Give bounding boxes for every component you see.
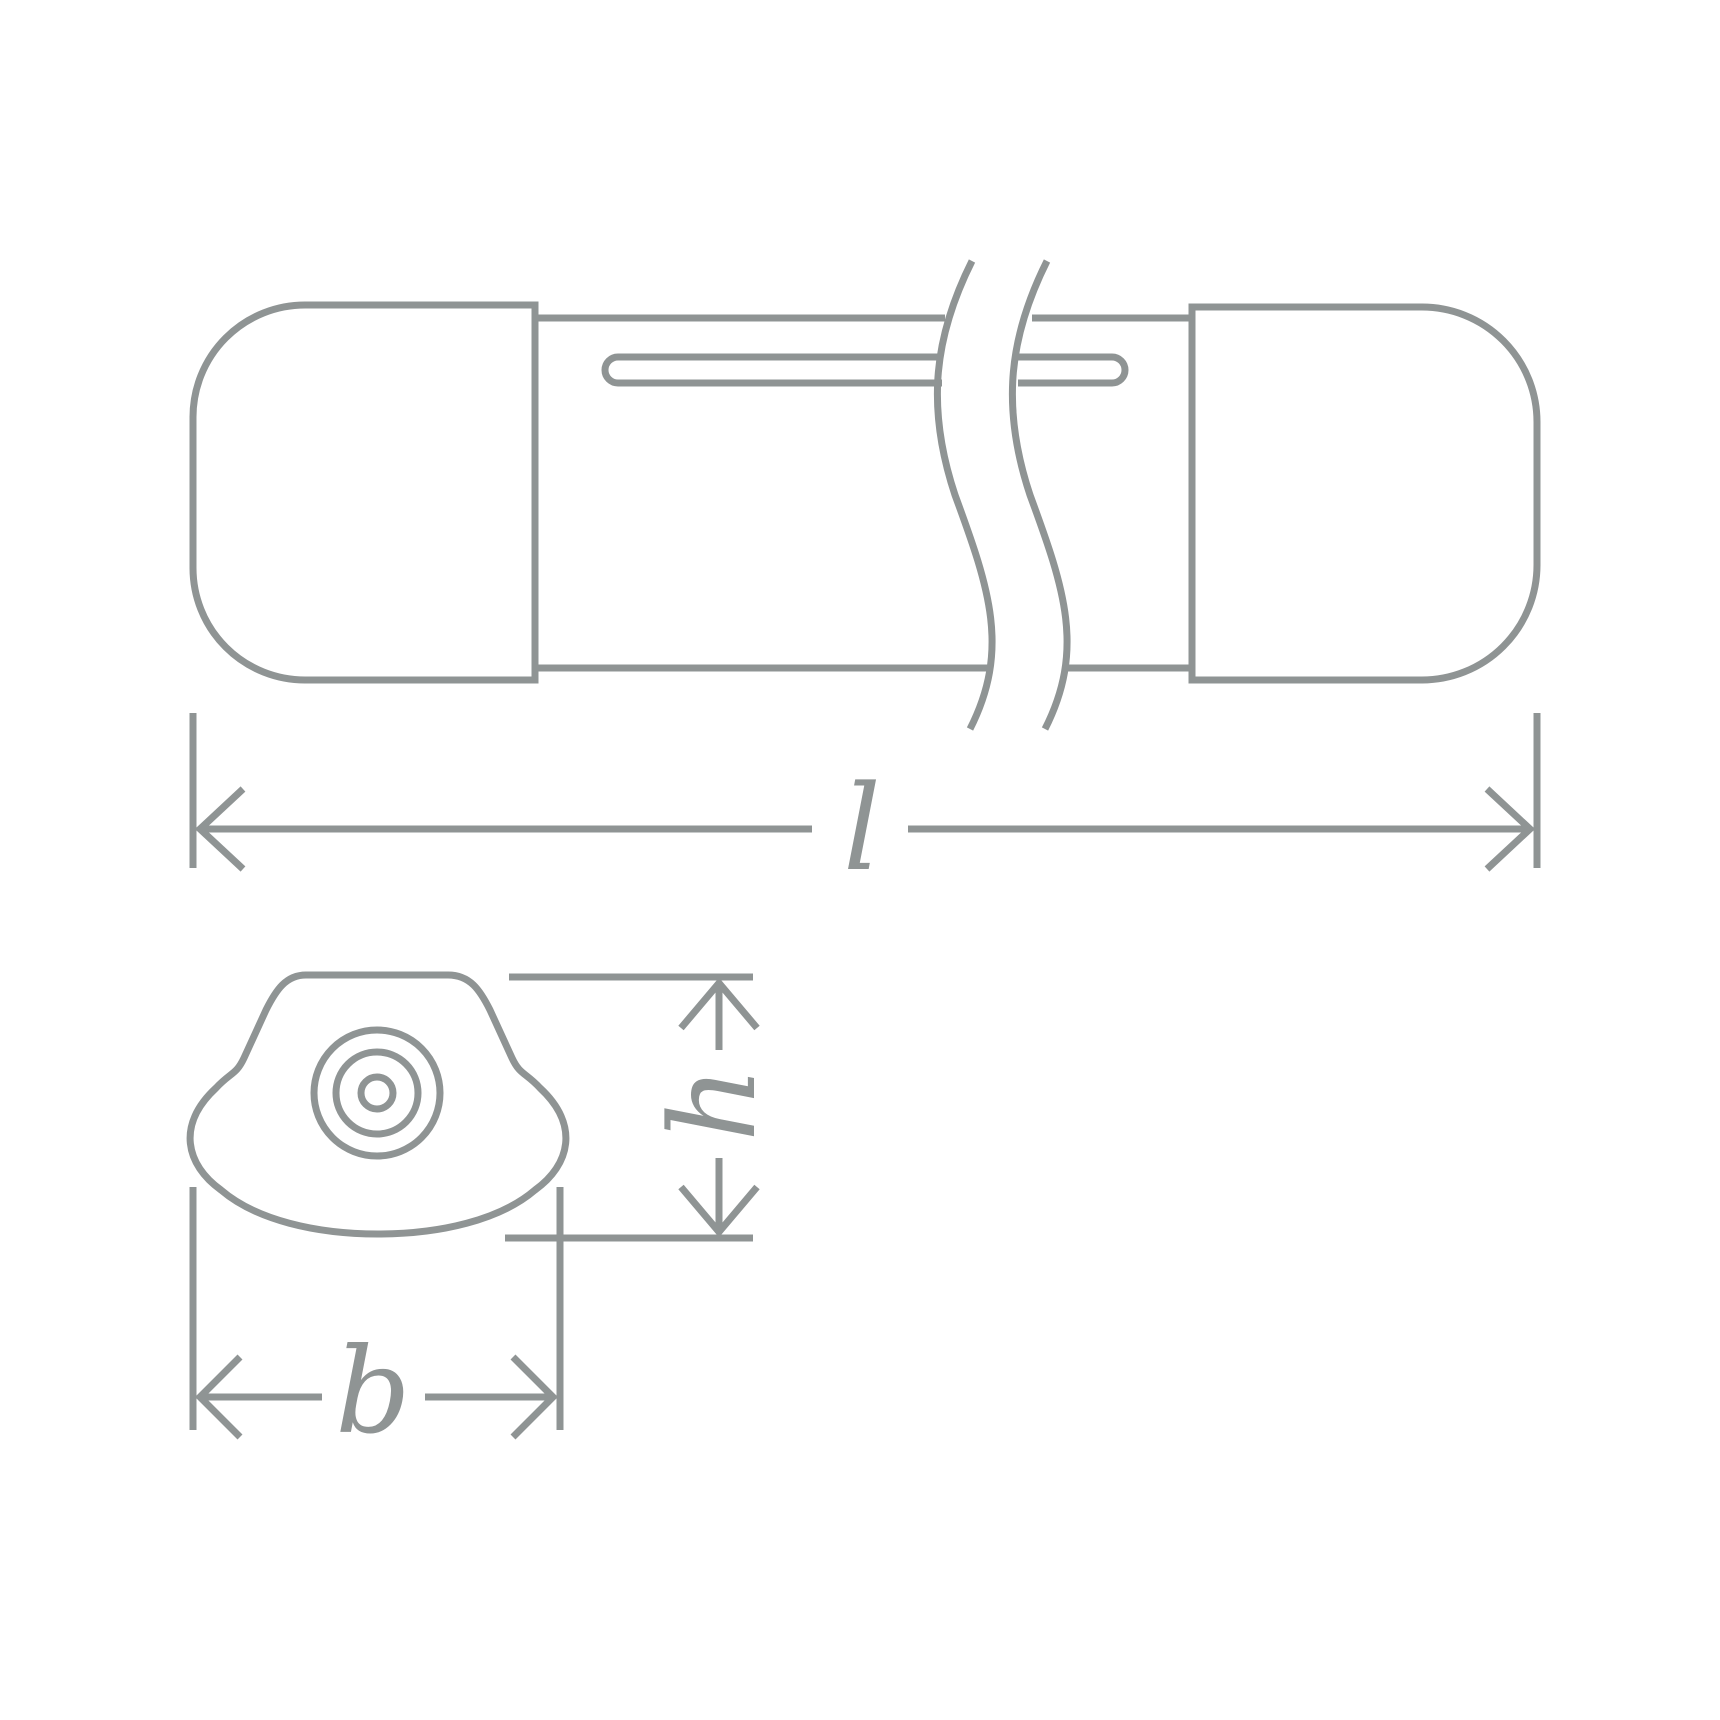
length-dimension	[189, 713, 1541, 872]
left-end-cap	[189, 301, 539, 684]
tube-slot-right	[1018, 353, 1129, 387]
break-line-right	[1008, 259, 1071, 731]
right-end-cap	[1188, 303, 1541, 684]
tube-slot-left	[601, 353, 942, 387]
tube-body-right	[1032, 314, 1192, 672]
height-dimension	[505, 973, 760, 1242]
width-label: b	[335, 1322, 411, 1460]
break-line-left	[933, 259, 996, 731]
length-label: l	[843, 759, 881, 897]
width-arrow-right-icon	[510, 1354, 558, 1440]
height-arrow-up-icon	[678, 977, 760, 1031]
height-arrow-down-icon	[678, 1184, 760, 1238]
side-view	[189, 259, 1541, 731]
width-arrow-left-icon	[195, 1354, 243, 1440]
tube-body-left	[535, 314, 990, 672]
end-view-outline	[186, 971, 570, 1238]
width-dimension	[189, 1187, 564, 1440]
end-view-middle-ring	[332, 1048, 422, 1138]
height-label: h	[644, 1066, 782, 1142]
end-view	[186, 971, 570, 1238]
length-arrow-left-icon	[194, 786, 246, 872]
end-view-outer-ring	[310, 1026, 444, 1160]
end-view-inner-ring	[357, 1073, 397, 1113]
length-arrow-right-icon	[1484, 786, 1536, 872]
